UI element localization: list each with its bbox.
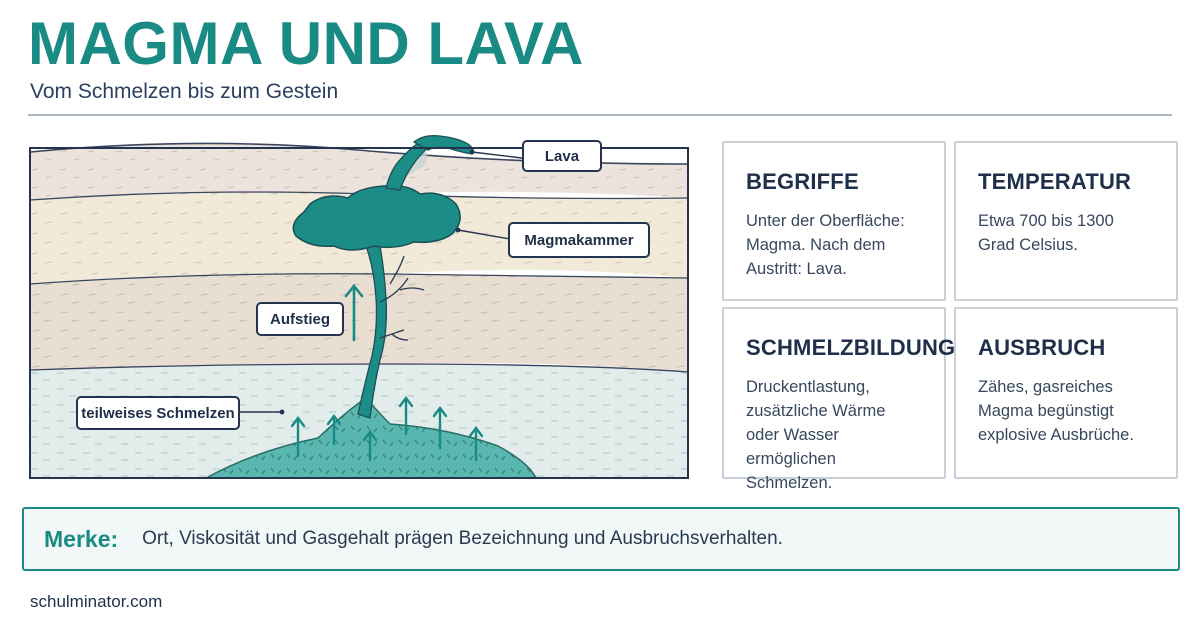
note-label: Merke: [44,525,119,552]
page-subtitle: Vom Schmelzen bis zum Gestein [30,80,339,103]
label-lava: Lava [522,140,602,172]
label-magma-chamber: Magmakammer [508,222,650,258]
card-begriffe: BEGRIFFE Unter der Oberfläche: Magma. Na… [722,141,946,301]
leader-lava [471,151,523,159]
footer-site: schulminator.com [30,592,163,611]
magma-chamber [292,184,461,251]
card-text: Druckentlastung, zusätzliche Wärme oder … [746,378,886,492]
ascent-arrow [344,283,364,342]
card-text: Zähes, gasreiches Magma begünstigt explo… [978,378,1134,444]
card-ausbruch: AUSBRUCH Zähes, gasreiches Magma begünst… [954,307,1178,479]
cross-section-svg [29,134,689,479]
label-partial-melting: teilweises Schmelzen [76,396,240,430]
card-text: Etwa 700 bis 1300 Grad Celsius. [978,212,1114,254]
leader-magma-chamber [457,229,517,241]
note-text: Ort, Viskosität und Gasgehalt prägen Bez… [142,528,783,549]
diagram-frame [29,147,689,479]
page-title: MAGMA UND LAVA [28,10,584,77]
card-title: BEGRIFFE [746,169,859,194]
label-ascent: Aufstieg [256,302,344,336]
card-text: Unter der Oberfläche: Magma. Nach dem Au… [746,212,905,278]
card-title: TEMPERATUR [978,169,1132,194]
magma-cross-section-diagram: Lava Magmakammer Aufstieg teilweises Sch… [28,128,700,484]
header-divider [28,114,1172,116]
card-title: AUSBRUCH [978,335,1106,360]
fracture-lower [379,329,409,341]
card-schmelzbildung: SCHMELZBILDUNG Druckentlastung, zusätzli… [722,307,956,492]
melt-arrows [290,396,484,462]
card-title: SCHMELZBILDUNG [746,335,956,360]
card-temperatur: TEMPERATUR Etwa 700 bis 1300 Grad Celsiu… [954,141,1178,301]
fracture-upper [379,255,425,303]
merke-note: Merke: Ort, Viskosität und Gasgehalt prä… [22,507,1180,571]
